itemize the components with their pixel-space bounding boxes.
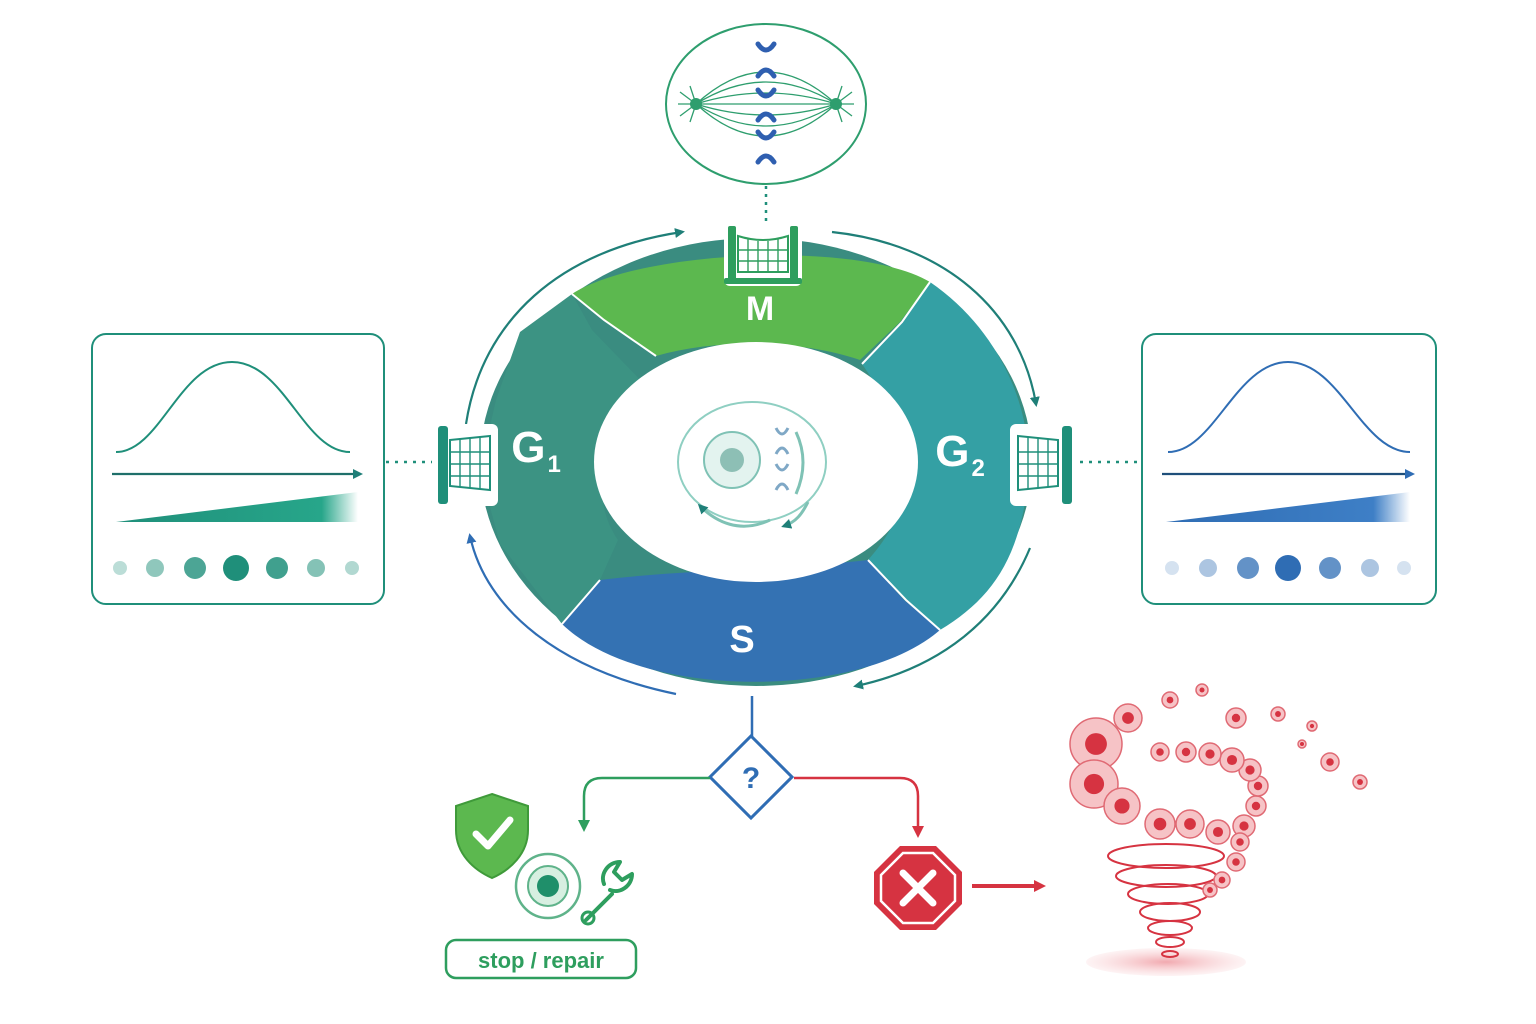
tumor-cell-nucleus: [1236, 838, 1244, 846]
shield-check-icon: [455, 792, 529, 880]
phase-m-label: M: [746, 290, 774, 328]
tumor-cell-nucleus: [1205, 749, 1215, 759]
tumor-cell-nucleus: [1166, 696, 1174, 704]
tumor-cell-nucleus: [1181, 747, 1191, 757]
failure-branch-arrow: [794, 776, 924, 838]
g1-bell-curve: [115, 360, 351, 453]
phase-g2-segment: [862, 282, 1029, 630]
tumor-cell-nucleus: [1231, 713, 1241, 723]
tumor-cell-nucleus: [1245, 765, 1255, 775]
tumor-cell-nucleus: [1212, 826, 1224, 838]
phase-m-segment: [572, 255, 930, 360]
tumor-cell-nucleus: [1275, 711, 1281, 717]
tumor-cell-nucleus: [1232, 858, 1240, 866]
decision-symbol: ?: [742, 762, 760, 795]
tumor-cell-nucleus: [1184, 818, 1196, 830]
tumor-cell-nucleus: [1122, 712, 1134, 724]
mitosis-cell-icon: [665, 23, 867, 228]
tumor-cell-nucleus: [1309, 723, 1315, 729]
phase-g1-segment: [480, 294, 650, 624]
cycle-direction-arrows: [464, 228, 1040, 696]
tumor-cell-nucleus: [1357, 779, 1363, 785]
tumor-cell-nucleus: [1156, 748, 1164, 756]
g2-rising-wedge: [1166, 492, 1410, 522]
g1-level-dots: [113, 555, 359, 581]
stop-x-icon: [874, 846, 962, 930]
tumor-cell-nucleus: [1253, 781, 1263, 791]
tumor-cell-nucleus: [1153, 817, 1167, 831]
tumor-cell-nucleus: [1114, 798, 1130, 814]
g1-cyclin-panel: [91, 333, 385, 605]
g2-cyclin-panel: [1141, 333, 1437, 605]
svg-text:stop / repair: stop / repair: [478, 948, 604, 973]
phase-g2-label: G2: [935, 427, 985, 482]
wrench-icon: [580, 860, 634, 926]
tumor-cell-nucleus: [1251, 801, 1261, 811]
checkpoint-m-gate-icon: [724, 222, 802, 286]
repair-branch-arrow: [578, 776, 710, 832]
tumor-cell-nucleus: [1226, 754, 1238, 766]
center-cell-icon: [677, 401, 827, 529]
tumor-cell-nucleus: [1218, 876, 1226, 884]
tumor-cell-nucleus: [1207, 887, 1213, 893]
phase-s-segment: [562, 560, 940, 682]
tumor-cell-nucleus: [1326, 758, 1334, 766]
stop-repair-badge: stop / repair: [444, 938, 638, 980]
tumor-cell-nucleus: [1083, 773, 1105, 795]
healthy-cell-icon: [514, 852, 582, 920]
tumor-cell-nucleus: [1300, 742, 1304, 746]
g2-bell-curve: [1167, 360, 1411, 453]
decision-diamond: ?: [707, 733, 795, 821]
g1-rising-wedge: [116, 492, 358, 522]
phase-g1-label: G1: [511, 423, 561, 478]
tumor-cell-nucleus: [1239, 821, 1249, 831]
tumor-cell-nucleus: [1085, 733, 1107, 755]
tumor-cell-nucleus: [1199, 687, 1205, 693]
checkpoint-g2-gate-icon: [1010, 424, 1074, 506]
checkpoint-g1-gate-icon: [436, 424, 498, 506]
tumor-spiral-icon: [1069, 683, 1368, 976]
phase-s-label: S: [729, 619, 754, 661]
g2-level-dots: [1165, 555, 1411, 581]
